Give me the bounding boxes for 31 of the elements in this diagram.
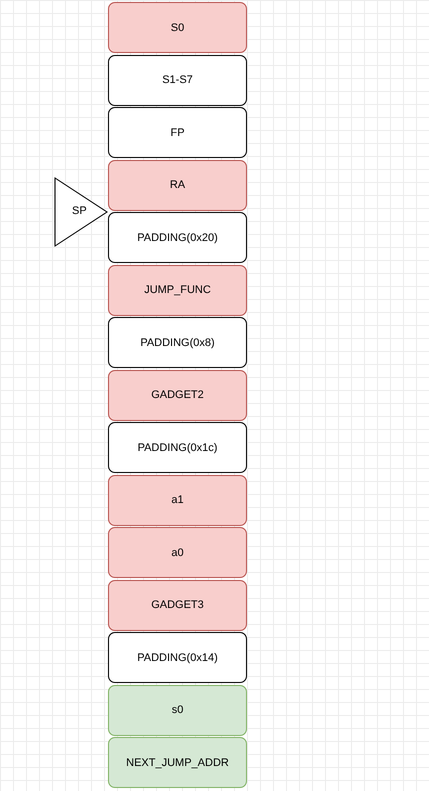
stack-slot [108, 527, 247, 578]
stack-slot [108, 684, 247, 736]
stack-slot [108, 737, 247, 788]
slot-label: S0 [170, 22, 184, 34]
slot-label: RA [170, 179, 186, 191]
stack-slot [108, 212, 247, 263]
slot-label: GADGET2 [151, 389, 204, 401]
slot-label: s0 [172, 704, 184, 716]
slot-label: PADDING(0x20) [137, 232, 218, 244]
stack-slot [108, 580, 247, 630]
slot-label: PADDING(0x1c) [138, 442, 218, 454]
slot-label: NEXT_JUMP_ADDR [126, 756, 229, 768]
stack-slot [108, 370, 247, 420]
stack-slot [108, 632, 247, 683]
stack-slot [108, 317, 247, 368]
slot-label: FP [170, 126, 185, 138]
stack-slot [108, 264, 247, 316]
slot-label: GADGET3 [151, 599, 204, 611]
stack-slot [108, 107, 247, 158]
stack-slot [108, 422, 247, 473]
slot-label: PADDING(0x8) [140, 336, 215, 348]
stack-slot [108, 474, 247, 526]
stack-slot [108, 2, 247, 53]
slot-label: S1-S7 [162, 74, 193, 86]
slot-label: a0 [171, 546, 184, 558]
stack-slot [108, 54, 247, 106]
slot-label: PADDING(0x14) [137, 652, 218, 664]
stack-slot [108, 160, 247, 210]
slot-label: a1 [171, 494, 184, 506]
pointer-label: SP [72, 205, 87, 217]
slot-label: JUMP_FUNC [144, 284, 211, 296]
